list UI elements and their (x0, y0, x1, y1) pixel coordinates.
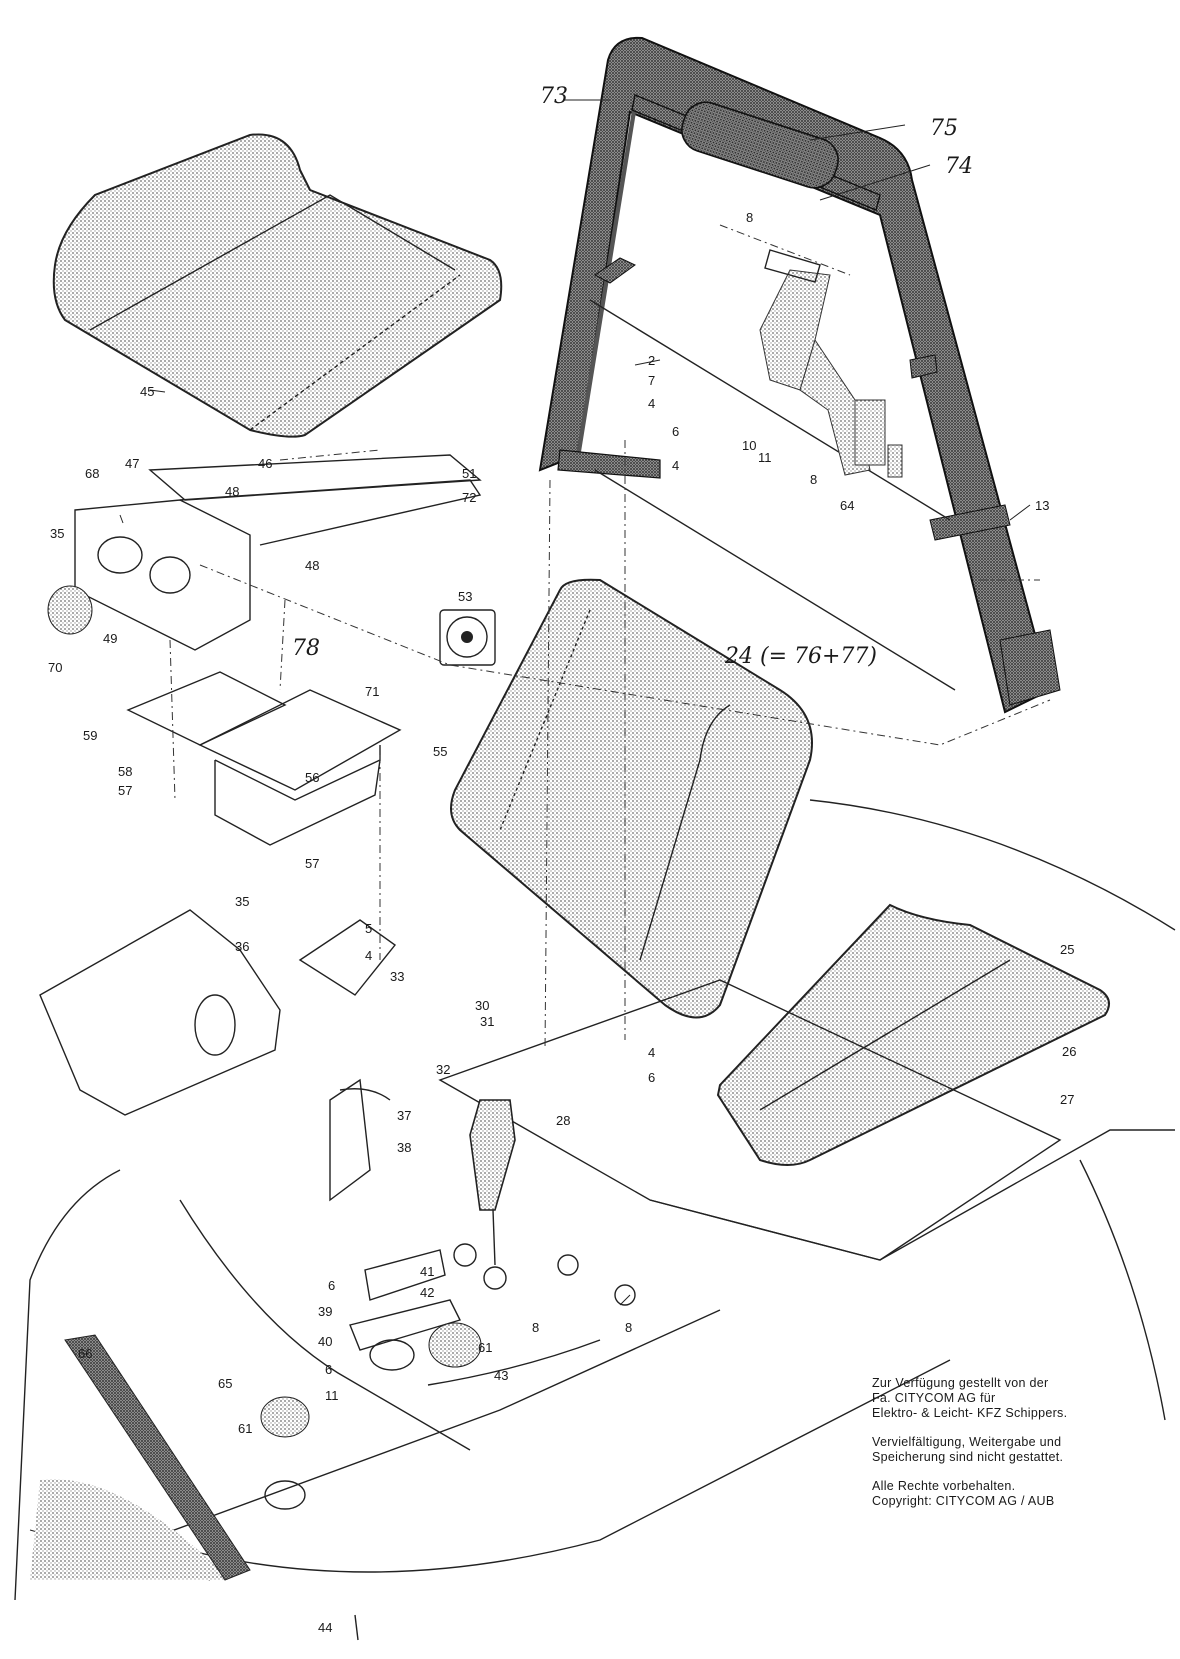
callout-label: 55 (433, 744, 447, 759)
callout-label: 45 (140, 384, 154, 399)
assembly-lines (169, 224, 1051, 1051)
body-shell (14, 799, 1176, 1601)
callout-label: 5 (365, 921, 372, 936)
callout-label: 11 (325, 1388, 339, 1403)
callout-label: 30 (475, 998, 489, 1013)
callout-label: 43 (494, 1368, 508, 1383)
callout-label: 36 (235, 939, 249, 954)
callout-label: 48 (225, 484, 239, 499)
callout-label: 40 (318, 1334, 332, 1349)
callout-label: 2 (648, 353, 655, 368)
callout-label: 4 (365, 948, 372, 963)
callout-label: 51 (462, 466, 476, 481)
callout-label: 73 (540, 84, 568, 109)
copyright-notice: Zur Verfügung gestellt von der Fa. CITYC… (872, 1376, 1172, 1523)
callout-label: 4 (648, 396, 655, 411)
leader-lines (119, 99, 1031, 1306)
callout-label: 11 (758, 450, 772, 465)
callout-labels: 73 75 74 8 2 7 4 6 4 10 11 8 64 13 45 47… (48, 84, 1076, 1635)
callout-label: 32 (436, 1062, 450, 1077)
roll-bar (538, 36, 1061, 714)
callout-label: 4 (672, 458, 679, 473)
callout-label: 8 (810, 472, 817, 487)
copyright-line: Copyright: CITYCOM AG / AUB (872, 1494, 1055, 1508)
seat-cushion (52, 133, 503, 438)
callout-label: 65 (218, 1376, 232, 1391)
callout-label: 41 (420, 1264, 434, 1279)
callout-label: 38 (397, 1140, 411, 1155)
callout-label: 8 (532, 1320, 539, 1335)
seat-back (450, 578, 813, 1019)
callout-label: 57 (118, 783, 132, 798)
callout-label: 6 (328, 1278, 335, 1293)
restriction-line: Vervielfältigung, Weitergabe und (872, 1435, 1062, 1449)
callout-label: 72 (462, 490, 476, 505)
callout-label: 61 (478, 1340, 492, 1355)
callout-label: 6 (648, 1070, 655, 1085)
callout-label: 35 (50, 526, 64, 541)
callout-label: 13 (1035, 498, 1049, 513)
callout-label: 53 (458, 589, 472, 604)
callout-label: 42 (420, 1285, 434, 1300)
callout-label: 71 (365, 684, 379, 699)
callout-label: 44 (318, 1620, 332, 1635)
callout-label: 64 (840, 498, 854, 513)
callout-label: 39 (318, 1304, 332, 1319)
restriction-line: Speicherung sind nicht gestattet. (872, 1450, 1064, 1464)
callout-label: 49 (103, 631, 117, 646)
callout-label: 68 (85, 466, 99, 481)
restriction-block: Vervielfältigung, Weitergabe und Speiche… (872, 1435, 1172, 1465)
callout-label: 57 (305, 856, 319, 871)
callout-label: 35 (235, 894, 249, 909)
callout-label: 59 (83, 728, 97, 743)
callout-label: 4 (648, 1045, 655, 1060)
callout-label: 37 (397, 1108, 411, 1123)
callout-label: 25 (1060, 942, 1074, 957)
provider-line: Zur Verfügung gestellt von der (872, 1376, 1049, 1390)
callout-label: 70 (48, 660, 62, 675)
callout-label: 27 (1060, 1092, 1074, 1107)
callout-label: 74 (945, 154, 973, 179)
provider-block: Zur Verfügung gestellt von der Fa. CITYC… (872, 1376, 1172, 1421)
callout-label: 8 (746, 210, 753, 225)
provider-line: Elektro- & Leicht- KFZ Schippers. (872, 1406, 1068, 1420)
callout-label: 75 (930, 116, 958, 141)
callout-label: 56 (305, 770, 319, 785)
callout-label: 31 (480, 1014, 494, 1029)
callout-label: 26 (1062, 1044, 1076, 1059)
rights-block: Alle Rechte vorbehalten. Copyright: CITY… (872, 1479, 1172, 1509)
callout-label: 6 (325, 1362, 332, 1377)
callout-label: 47 (125, 456, 139, 471)
hardware (260, 919, 636, 1641)
callout-label: 10 (742, 438, 756, 453)
callout-label: 78 (292, 636, 320, 661)
callout-label: 48 (305, 558, 319, 573)
battery-housing (47, 454, 482, 651)
footrest (716, 903, 1110, 1166)
callout-label: 6 (672, 424, 679, 439)
callout-label: 46 (258, 456, 272, 471)
callout-label: 28 (556, 1113, 570, 1128)
callout-label: 66 (78, 1346, 92, 1361)
fan (439, 609, 496, 666)
callout-label: 61 (238, 1421, 252, 1436)
callout-label: 58 (118, 764, 132, 779)
seat-belt (759, 249, 903, 478)
callout-label: 24 (= 76+77) (724, 644, 877, 669)
provider-line: Fa. CITYCOM AG für (872, 1391, 996, 1405)
callout-label: 7 (648, 373, 655, 388)
trays (126, 671, 402, 846)
rights-line: Alle Rechte vorbehalten. (872, 1479, 1016, 1493)
callout-label: 8 (625, 1320, 632, 1335)
callout-label: 33 (390, 969, 404, 984)
